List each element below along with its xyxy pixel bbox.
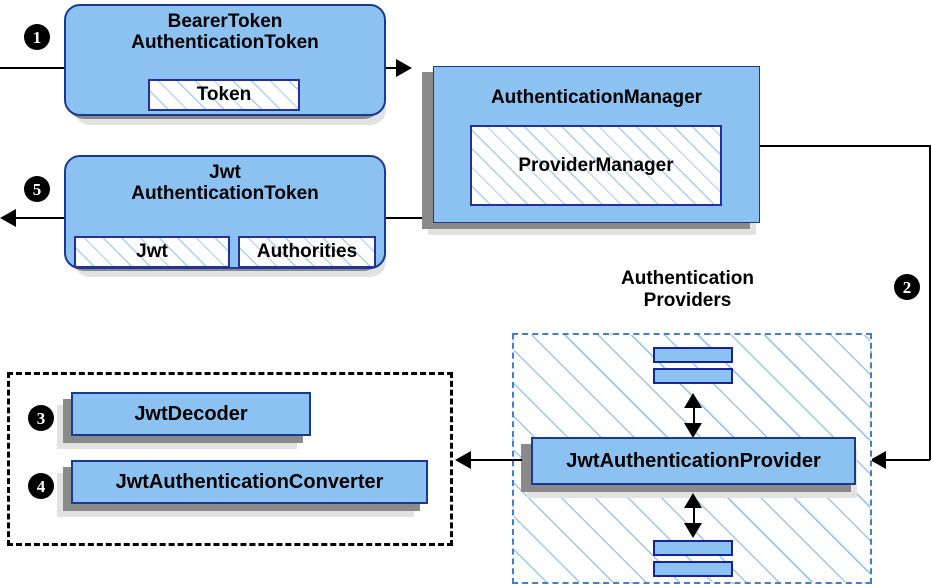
providers-caption-line2: Providers (643, 289, 732, 311)
flow-line-step2-top (760, 145, 930, 147)
providers-caption-line1: Authentication (621, 268, 754, 289)
provider-stub-bar-top-1 (653, 347, 733, 363)
flow-arrow-step5-head (0, 209, 16, 227)
jwt-token-title-line2: AuthenticationToken (131, 183, 319, 205)
provider-stub-bar-top-2 (653, 368, 733, 384)
authentication-providers-caption: Authentication Providers (560, 268, 815, 312)
jwt-token-title-line1: Jwt (209, 162, 241, 183)
jwt-authentication-converter-node[interactable]: JwtAuthenticationConverter (71, 460, 428, 504)
provider-manager-inner-box[interactable]: ProviderManager (470, 125, 722, 206)
bearer-token-title-line2: AuthenticationToken (131, 32, 319, 54)
provider-stub-bar-bottom-2 (653, 561, 733, 577)
flow-arrow-provider-to-support-head (455, 451, 471, 469)
provider-stub-bar-bottom-1 (653, 540, 733, 556)
flow-arrow-step1-head (396, 59, 412, 77)
bearer-token-title-line1: BearerToken (167, 11, 283, 32)
jwt-authentication-provider-node[interactable]: JwtAuthenticationProvider (531, 437, 856, 485)
jwt-decoder-node[interactable]: JwtDecoder (71, 392, 311, 436)
step-marker-1: 1 (24, 24, 50, 50)
step-marker-2: 2 (894, 274, 920, 300)
provider-link-line-bottom (693, 496, 695, 526)
step-marker-3: 3 (28, 405, 54, 431)
flow-arrow-step2-head (870, 451, 886, 469)
flow-line-step2-bottom (886, 459, 930, 461)
flow-line-step2-right (929, 145, 931, 460)
provider-link-line-top (693, 396, 695, 426)
jwt-token-inner-jwt-box[interactable]: Jwt (74, 236, 230, 268)
bearer-token-title: BearerToken AuthenticationToken (131, 11, 319, 54)
authentication-manager-title: AuthenticationManager (490, 87, 703, 108)
jwt-token-title: Jwt AuthenticationToken (131, 162, 319, 205)
support-components-container (7, 372, 453, 546)
provider-link-arrow-bottom-down (684, 523, 702, 538)
bearer-token-authentication-token-node[interactable]: BearerToken AuthenticationToken (64, 4, 386, 116)
step-marker-4: 4 (28, 473, 54, 499)
step-marker-5: 5 (24, 176, 50, 202)
flow-line-provider-to-support (470, 459, 522, 461)
provider-link-arrow-top-down (684, 423, 702, 438)
bearer-token-inner-token-box[interactable]: Token (148, 79, 300, 111)
jwt-token-inner-authorities-box[interactable]: Authorities (238, 236, 376, 268)
